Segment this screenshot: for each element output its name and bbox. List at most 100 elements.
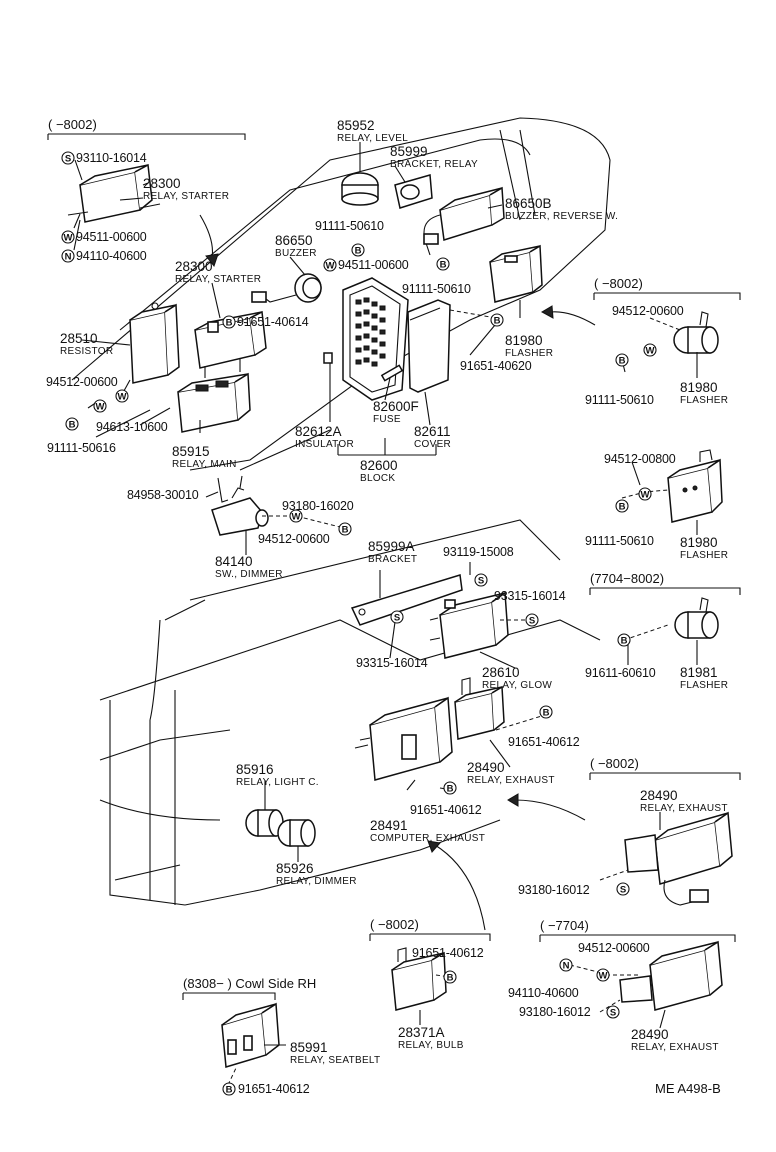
part-callout-p28490b: 28490 RELAY, EXHAUST (640, 788, 728, 814)
washer-symbol: W (61, 230, 75, 244)
part-number: 28610 (482, 665, 520, 680)
arrow-flasher (549, 311, 596, 326)
washer-symbol: S (61, 151, 75, 165)
part-callout-p28300b: 28300 RELAY, STARTER (175, 259, 261, 285)
glow-relay-drawing (429, 591, 509, 659)
part-number: 28300 (143, 176, 181, 191)
part-name: RELAY, STARTER (143, 191, 229, 202)
fastener-number: 93110-16014 (76, 151, 147, 165)
part-number: 28371A (398, 1025, 445, 1040)
part-callout-p82611: 82611 COVER (414, 424, 451, 450)
svg-text:S: S (394, 613, 400, 624)
screw-symbol: S (390, 610, 404, 624)
part-number: 82600F (373, 399, 419, 414)
bolt-symbol: B (615, 499, 629, 513)
part-name: RELAY, EXHAUST (640, 803, 728, 814)
svg-text:W: W (118, 392, 127, 403)
svg-text:B: B (494, 316, 501, 327)
part-callout-p85952: 85952 RELAY, LEVEL (337, 118, 408, 144)
part-number: 28300 (175, 259, 213, 274)
arrow-computer (434, 844, 486, 931)
group-label-g5: ( −8002) (370, 917, 419, 932)
washer-symbol: W (638, 487, 652, 501)
part-name: FLASHER (680, 680, 728, 691)
svg-text:B: B (619, 356, 626, 367)
part-number: 86650 (275, 233, 313, 248)
part-number: 85999A (368, 539, 415, 554)
group-bracket-g7: (8308− ) Cowl Side RH (182, 976, 316, 1000)
bolt-symbol: B (65, 417, 79, 431)
arrow-exhaust (514, 799, 586, 821)
svg-text:W: W (646, 346, 655, 357)
dimmer-relay-drawing (277, 819, 316, 847)
group-label-g2: ( −8002) (594, 276, 643, 291)
part-number: 85991 (290, 1040, 328, 1055)
exhaust-relay-drawing-right (624, 811, 733, 906)
fuse-drawing (380, 364, 404, 382)
level-relay-drawing (341, 172, 379, 206)
group-bracket-g3: (7704−8002) (589, 571, 741, 595)
fastener-number: 91651-40620 (460, 359, 532, 373)
part-name: RELAY, EXHAUST (467, 775, 555, 786)
svg-text:B: B (447, 973, 454, 984)
part-number: 81980 (680, 380, 718, 395)
part-name: COVER (414, 439, 451, 450)
group-label-g4: ( −8002) (590, 756, 639, 771)
dashboard-outline (71, 117, 611, 471)
fastener-symbols: S W N W B B B B W B W W B W B W B S S S … (61, 151, 657, 1096)
group-label-g6: ( −7704) (540, 918, 589, 933)
part-name: INSULATOR (295, 439, 354, 450)
part-callout-p28300a: 28300 RELAY, STARTER (143, 176, 229, 202)
part-callout-p82600: 82600 BLOCK (360, 458, 398, 484)
fastener-number: 94511-00600 (76, 230, 147, 244)
part-name: RELAY, BULB (398, 1040, 464, 1051)
svg-text:W: W (326, 261, 335, 272)
fastener-number: 93315-16014 (494, 589, 566, 603)
part-number: 28510 (60, 331, 98, 346)
bulb-relay-drawing (391, 947, 447, 1011)
fastener-number: 91111-50616 (47, 441, 116, 455)
part-number: 82612A (295, 424, 342, 439)
exhaust-relay-drawing-mid (454, 677, 505, 740)
resistor-drawing (129, 302, 180, 384)
fuse-block-drawing (342, 277, 409, 401)
washer-symbol: W (93, 399, 107, 413)
part-number: 81980 (505, 333, 543, 348)
diagram-code: ME A498-B (655, 1081, 721, 1096)
part-number: 82611 (414, 424, 451, 439)
group-label-g3: (7704−8002) (590, 571, 664, 586)
part-callout-p82600f: 82600F FUSE (373, 399, 419, 425)
fastener-number: 94512-00600 (612, 304, 684, 318)
fastener-number: 91111-50610 (585, 393, 654, 407)
part-number: 28491 (370, 818, 408, 833)
part-name: FLASHER (680, 395, 728, 406)
fastener-number: 94511-00600 (338, 258, 409, 272)
part-name: RELAY, SEATBELT (290, 1055, 380, 1066)
group-bracket-g6: ( −7704) (539, 918, 736, 942)
svg-text:B: B (621, 636, 628, 647)
part-callout-p28610: 28610 RELAY, GLOW (482, 665, 552, 691)
exhaust-computer-drawing (354, 696, 453, 781)
svg-text:W: W (292, 512, 301, 523)
part-callout-p86650b: 86650B BUZZER, REVERSE W. (505, 196, 618, 222)
bolt-symbol: B (615, 353, 629, 367)
part-name: FLASHER (680, 550, 728, 561)
fastener-number: 93315-16014 (356, 656, 428, 670)
svg-text:S: S (610, 1008, 616, 1019)
part-name: RESISTOR (60, 346, 113, 357)
fuse-slots (355, 297, 386, 367)
arrow-head-starter (205, 253, 219, 268)
fastener-number: 91611-60610 (585, 666, 656, 680)
svg-text:B: B (69, 420, 76, 431)
svg-text:B: B (342, 525, 349, 536)
fastener-number: 94512-00600 (258, 532, 330, 546)
part-callout-p84140: 84140 SW., DIMMER (215, 554, 282, 580)
part-callout-p81980a: 81980 FLASHER (505, 333, 553, 359)
part-name: FUSE (373, 414, 401, 425)
arrow-starter-relay (199, 214, 214, 259)
fastener-number: 91651-40612 (412, 946, 484, 960)
arrow-head-flasher (540, 305, 554, 319)
part-name: RELAY, DIMMER (276, 876, 357, 887)
fuse-cover-drawing (407, 299, 451, 393)
